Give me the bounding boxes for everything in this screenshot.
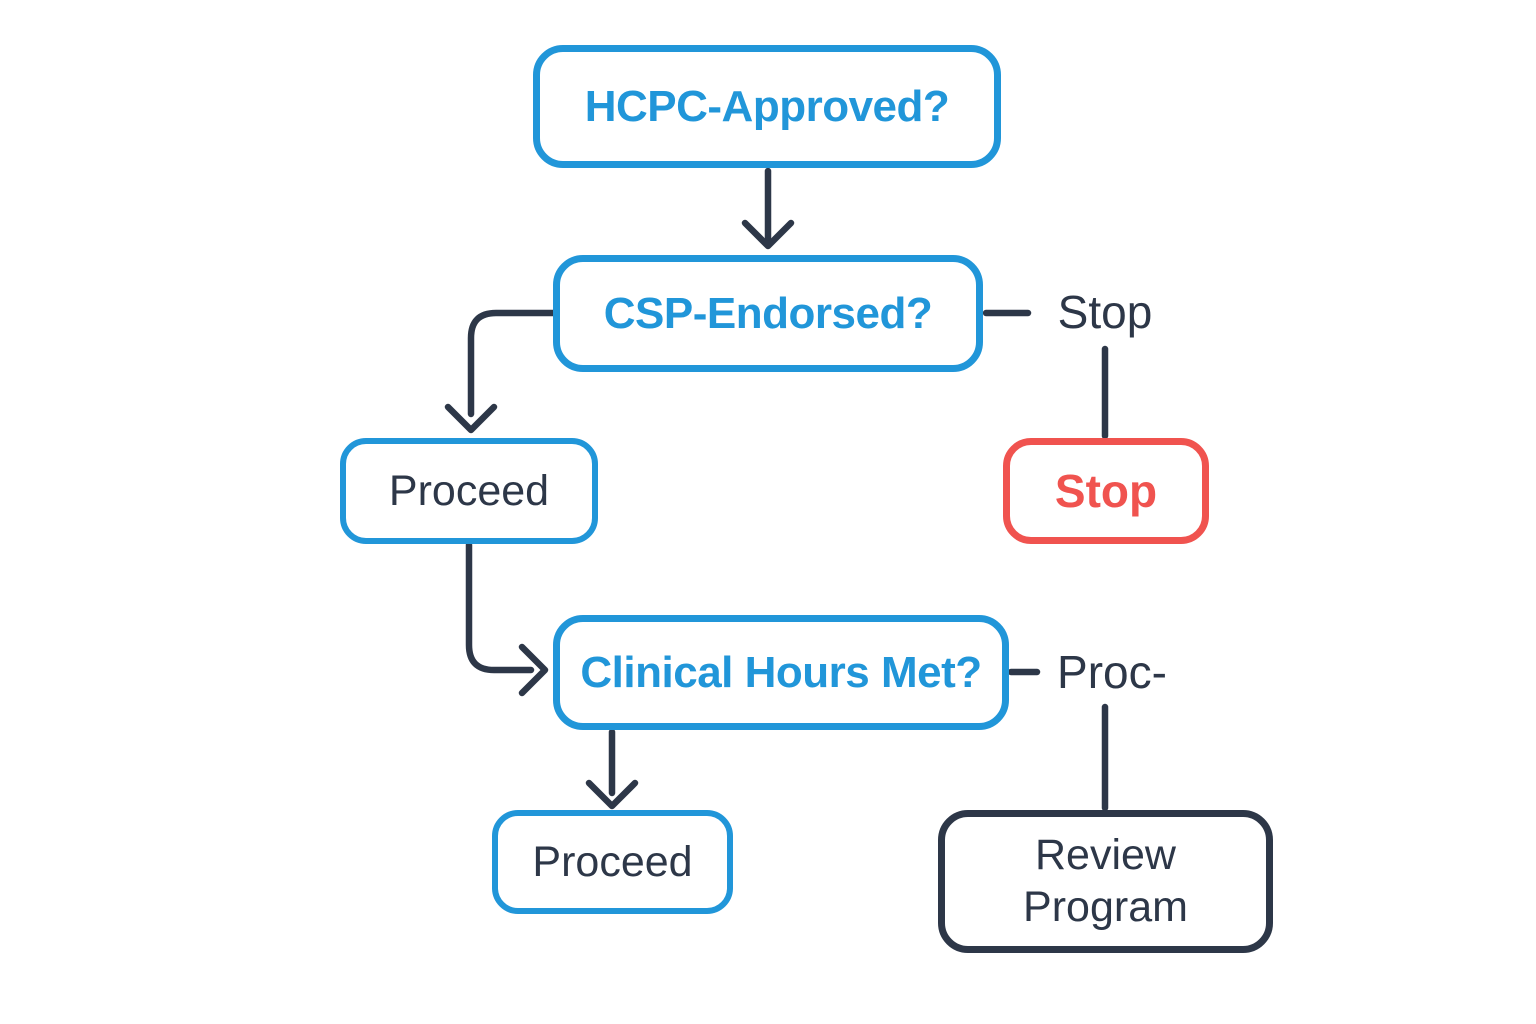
node-stop: Stop bbox=[1003, 438, 1209, 544]
edge-label-stop-text: Stop bbox=[1057, 286, 1153, 338]
node-clinical-hours-met-label: Clinical Hours Met? bbox=[580, 647, 982, 697]
node-proceed-1: Proceed bbox=[340, 438, 598, 544]
node-proceed-2: Proceed bbox=[492, 810, 733, 914]
node-csp-endorsed: CSP-Endorsed? bbox=[553, 255, 983, 372]
edge-proceed-to-clinical bbox=[465, 541, 535, 674]
node-clinical-hours-met: Clinical Hours Met? bbox=[553, 615, 1009, 730]
edge-label-stop: Stop bbox=[1023, 289, 1187, 335]
node-csp-endorsed-label: CSP-Endorsed? bbox=[603, 288, 933, 338]
edge-csp-to-proceed-arrowhead bbox=[444, 403, 498, 434]
edge-hcpc-to-csp-arrowhead bbox=[741, 219, 795, 250]
node-proceed-2-label: Proceed bbox=[532, 837, 693, 886]
node-hcpc-approved: HCPC-Approved? bbox=[533, 45, 1001, 168]
node-review-program: Review Program bbox=[938, 810, 1273, 953]
edge-label-proc: Proc- bbox=[1030, 649, 1194, 695]
edge-label-proc-text: Proc- bbox=[1057, 646, 1167, 698]
edge-clinical-to-proceed2-arrowhead bbox=[585, 779, 639, 810]
node-hcpc-approved-label: HCPC-Approved? bbox=[584, 81, 950, 131]
edge-proceed-to-clinical-arrowhead bbox=[518, 643, 549, 697]
node-stop-label: Stop bbox=[1054, 465, 1158, 517]
node-proceed-1-label: Proceed bbox=[388, 466, 550, 515]
node-review-program-label: Review Program bbox=[1023, 830, 1188, 931]
edge-csp-to-proceed bbox=[467, 309, 557, 418]
